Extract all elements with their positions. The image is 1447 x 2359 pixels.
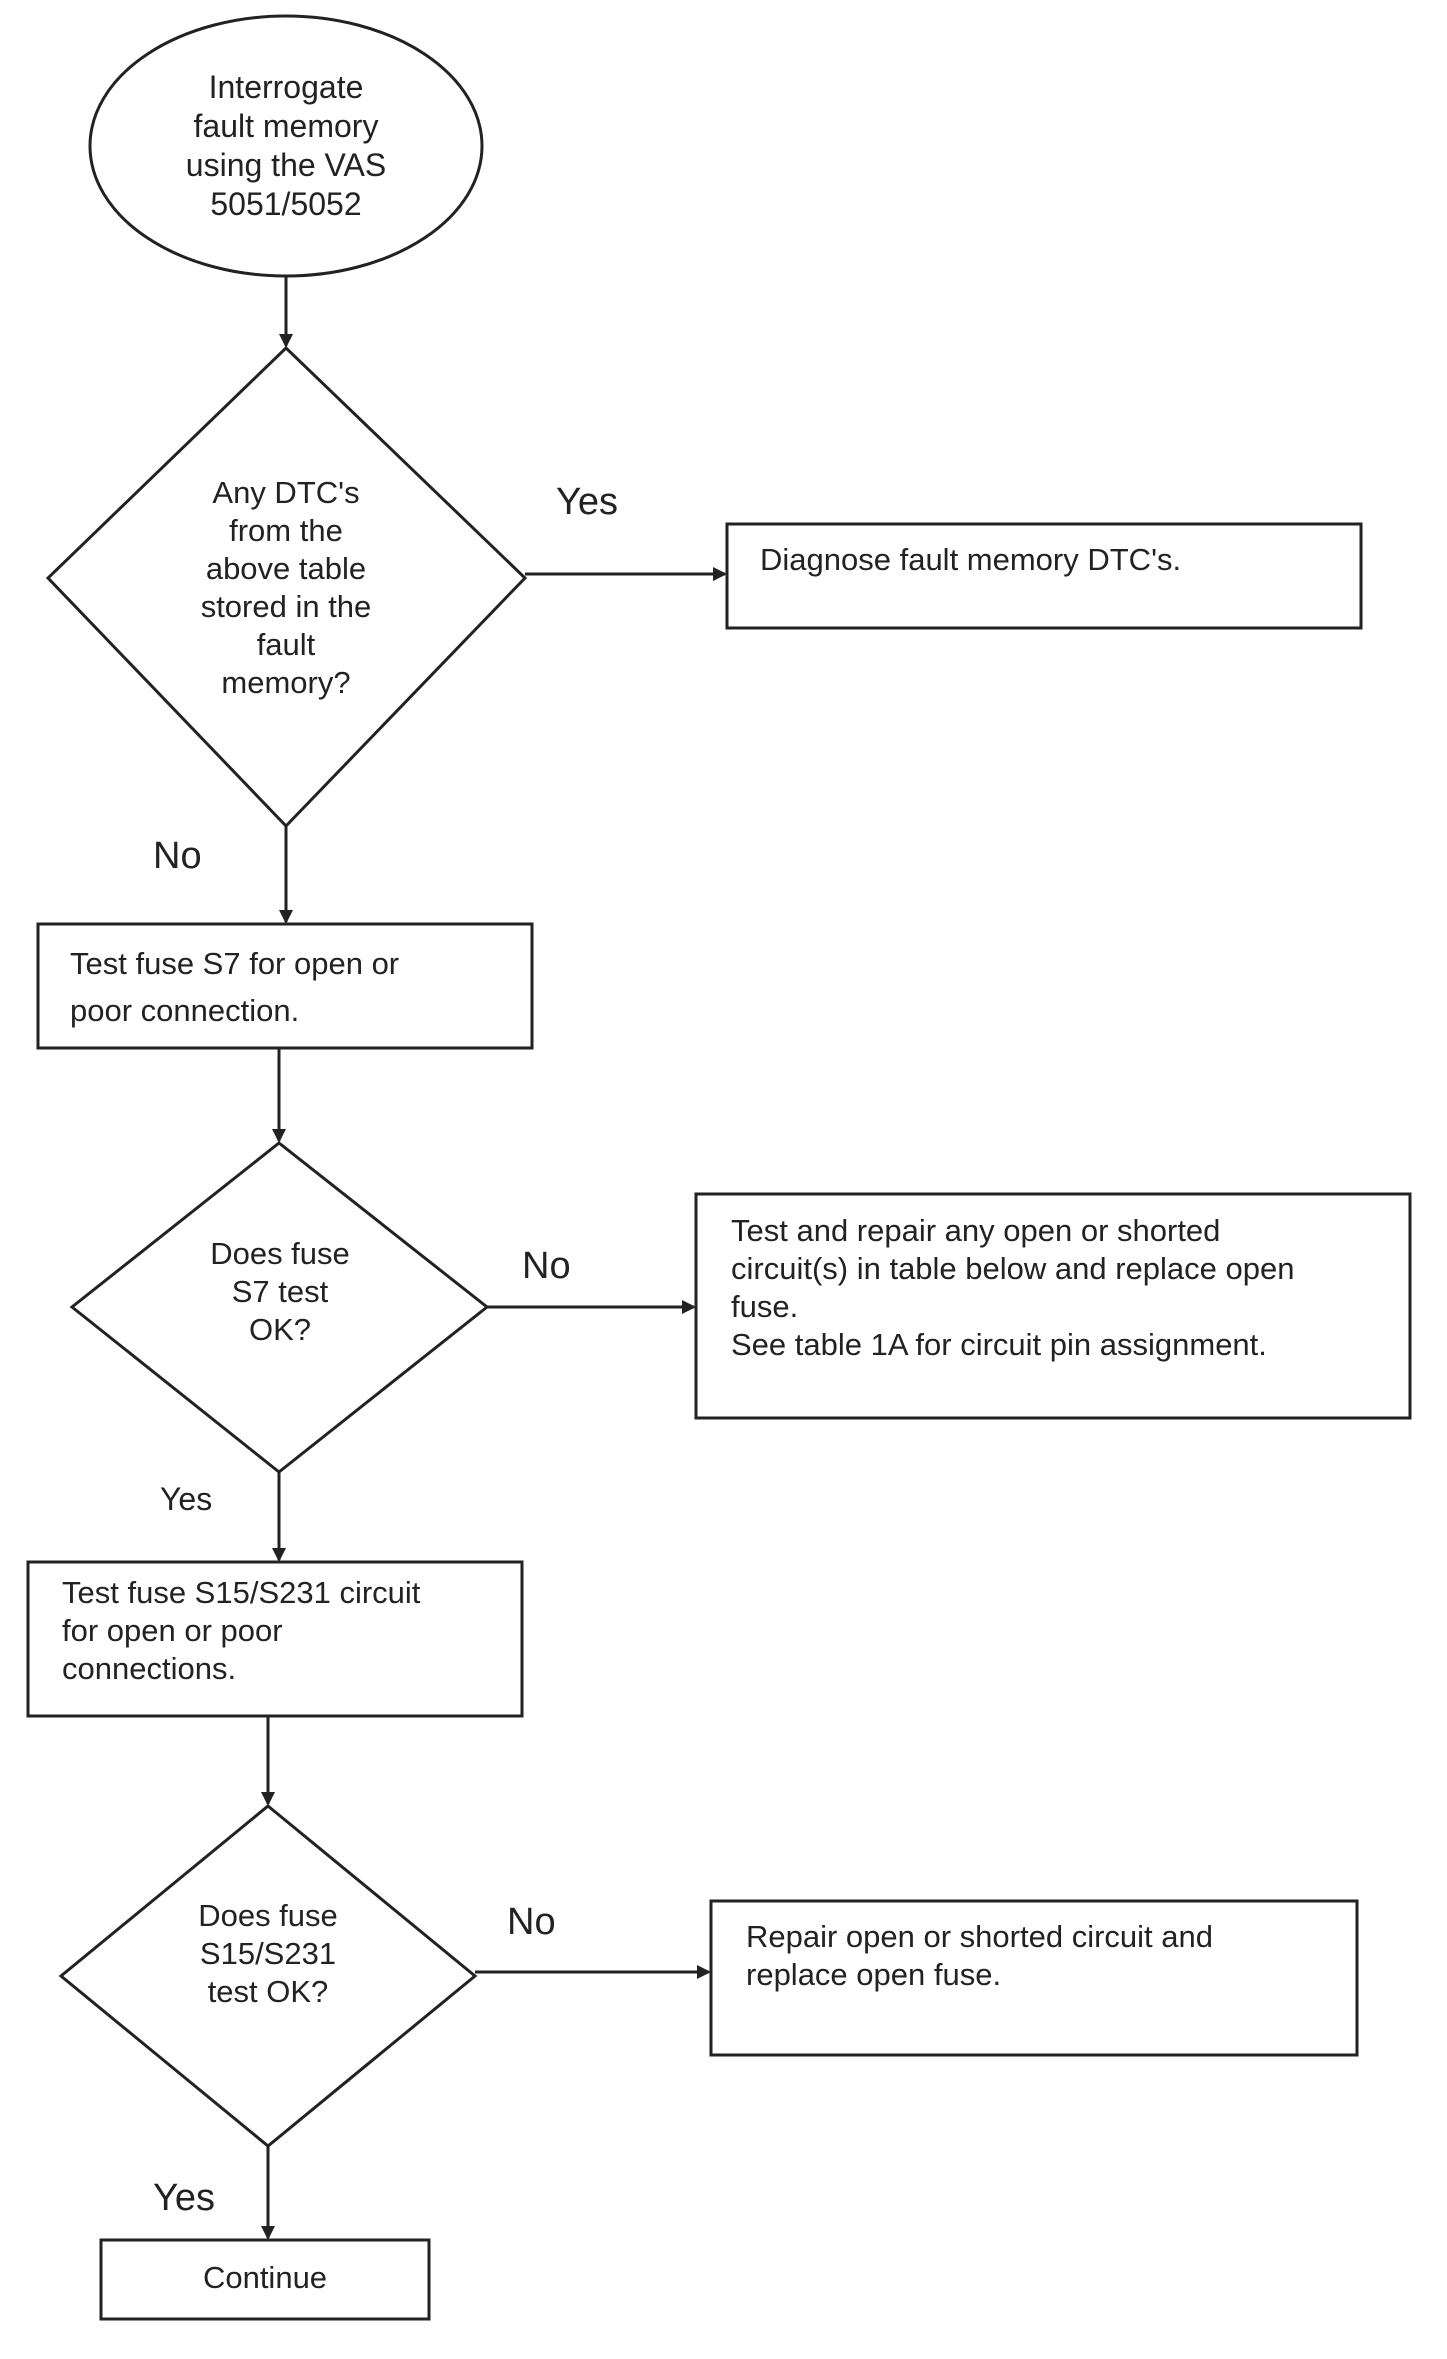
edge-label-decision-s15-no: No xyxy=(507,1901,556,1943)
test-fuse-s7-node-shape xyxy=(36,922,534,1050)
diagnose-node-text: Diagnose fault memory DTC's. xyxy=(760,542,1182,577)
test-fuse-s15-node-shape xyxy=(26,1560,524,1718)
continue-node-text: Continue xyxy=(202,2260,328,2295)
decision-s15-text: Does fuse S15/S231 test OK? xyxy=(198,1898,338,2009)
repair-s7-node-text: Test and repair any open or shorted circ… xyxy=(731,1213,1295,1362)
edge-label-decision-s7-no: No xyxy=(522,1245,571,1287)
start-node-text: Interrogate fault memory using the VAS 5… xyxy=(185,69,387,222)
repair-s15-node-shape xyxy=(709,1899,1359,2057)
test-fuse-s15-node-text: Test fuse S15/S231 circuit for open or p… xyxy=(62,1575,421,1686)
continue-node-shape xyxy=(99,2238,431,2321)
decision-dtc-text: Any DTC's from the above table stored in… xyxy=(200,475,372,700)
decision-s7-text: Does fuse S7 test OK? xyxy=(210,1236,350,1347)
edge-label-decision-s7-yes: Yes xyxy=(160,1481,213,1517)
edge-label-decision-dtc-yes: Yes xyxy=(556,481,618,523)
test-fuse-s7-node-text: Test fuse S7 for open or poor connection… xyxy=(70,946,400,1028)
edge-label-decision-s15-yes: Yes xyxy=(153,2177,215,2219)
diagnose-node-shape xyxy=(725,522,1363,630)
edge-label-decision-dtc-no: No xyxy=(153,835,202,877)
repair-s15-node-text: Repair open or shorted circuit and repla… xyxy=(746,1919,1213,1992)
repair-s7-node-shape xyxy=(694,1192,1412,1420)
